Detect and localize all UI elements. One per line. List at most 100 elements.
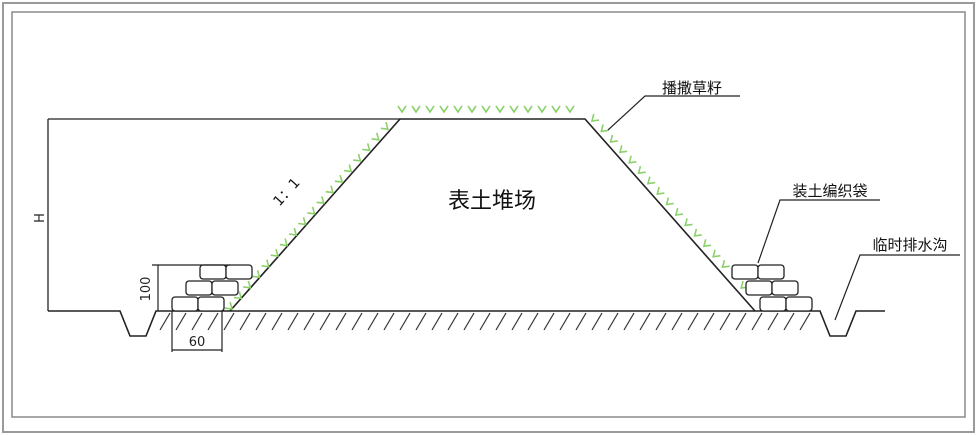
grass-mark [411, 105, 421, 114]
grass-mark [693, 228, 702, 237]
hatch-stroke [239, 312, 251, 331]
hatch-stroke [735, 312, 747, 331]
grass-mark [307, 206, 316, 215]
grass-mark [270, 248, 280, 258]
soil-bags-left [171, 264, 253, 312]
soil-bags-right [731, 264, 813, 312]
hatch-stroke [175, 312, 187, 331]
grass-mark [362, 143, 371, 152]
grass-seeding-label: 播撒草籽 [662, 79, 722, 97]
grass-mark [316, 196, 325, 205]
hatch-stroke [351, 312, 363, 331]
grass-mark [509, 105, 519, 114]
grass-mark [590, 113, 600, 122]
hatch-stroke [639, 312, 651, 331]
grass-mark [637, 166, 646, 175]
grass-mark [343, 164, 353, 173]
grass-mark [646, 176, 656, 185]
grass-mark [467, 105, 477, 114]
hatch-stroke [431, 312, 443, 331]
hatch-stroke [767, 312, 779, 331]
grass-mark [481, 105, 491, 114]
hatch-stroke [719, 312, 731, 331]
drain-ditch-label: 临时排水沟 [872, 236, 947, 254]
grass-mark [551, 105, 561, 114]
hatch-stroke [591, 312, 603, 331]
hatch-stroke [303, 312, 315, 331]
grass-mark [288, 227, 298, 236]
grass-mark [425, 105, 435, 114]
hatch-stroke [463, 312, 475, 331]
grass-mark [665, 197, 674, 206]
grass-mark [600, 124, 609, 133]
hatch-stroke [559, 312, 571, 331]
grass-mark [334, 174, 344, 184]
ground-line [48, 310, 885, 337]
height-label: H [33, 213, 48, 223]
hatch-stroke [687, 312, 699, 331]
hatch-stroke [335, 312, 347, 331]
grass-mark [380, 121, 389, 131]
grass-mark [325, 185, 334, 194]
hatch-stroke [415, 312, 427, 331]
hatch-stroke [623, 312, 635, 331]
hatch-stroke [367, 312, 379, 331]
hatch-stroke [671, 312, 683, 331]
bag-dimensions [152, 264, 230, 352]
hatch-stroke [703, 312, 715, 331]
grass-mark [702, 239, 712, 248]
ground-hatching [159, 312, 811, 331]
grass-mark [243, 280, 252, 289]
grass-mark [298, 217, 307, 226]
grass-mark [279, 238, 289, 247]
hatch-stroke [751, 312, 763, 331]
hatch-stroke [159, 312, 171, 331]
grass-mark [261, 259, 270, 268]
hatch-stroke [447, 312, 459, 331]
grass-mark [537, 105, 547, 114]
grass-mark [371, 132, 380, 141]
grass-seeding-marks [224, 105, 749, 310]
grass-mark [439, 105, 449, 114]
grass-mark [656, 186, 665, 196]
hatch-stroke [783, 312, 795, 331]
stockpile-title: 表土堆场 [448, 189, 536, 214]
hatch-stroke [543, 312, 555, 331]
grass-mark [628, 155, 637, 164]
hatch-stroke [655, 312, 667, 331]
hatch-stroke [319, 312, 331, 331]
grass-mark [353, 153, 362, 162]
grass-mark [721, 259, 730, 269]
bag-height-label: 100 [139, 277, 154, 302]
hatch-stroke [383, 312, 395, 331]
hatch-stroke [479, 312, 491, 331]
hatch-stroke [399, 312, 411, 331]
grass-mark [684, 218, 693, 227]
grass-mark [565, 105, 575, 114]
hatch-stroke [223, 312, 235, 331]
grass-mark [618, 145, 628, 154]
grass-mark [252, 270, 261, 279]
leader-lines [607, 95, 960, 321]
grass-mark [523, 105, 533, 114]
grass-mark [233, 291, 243, 300]
hatch-stroke [527, 312, 539, 331]
hatch-stroke [575, 312, 587, 331]
hatch-stroke [271, 312, 283, 331]
hatch-stroke [255, 312, 267, 331]
grass-mark [495, 105, 505, 114]
grass-mark [609, 134, 618, 143]
stockpile-outline [229, 118, 756, 312]
grass-mark [397, 105, 407, 114]
inner-frame [11, 11, 966, 418]
slope-ratio-label: 1：1 [270, 175, 303, 209]
soil-bags-label: 装土编织袋 [792, 182, 867, 200]
hatch-stroke [287, 312, 299, 331]
grass-mark [453, 105, 463, 114]
hatch-stroke [207, 312, 219, 331]
grass-mark [674, 207, 684, 216]
bag-width-label: 60 [189, 335, 206, 350]
hatch-stroke [607, 312, 619, 331]
